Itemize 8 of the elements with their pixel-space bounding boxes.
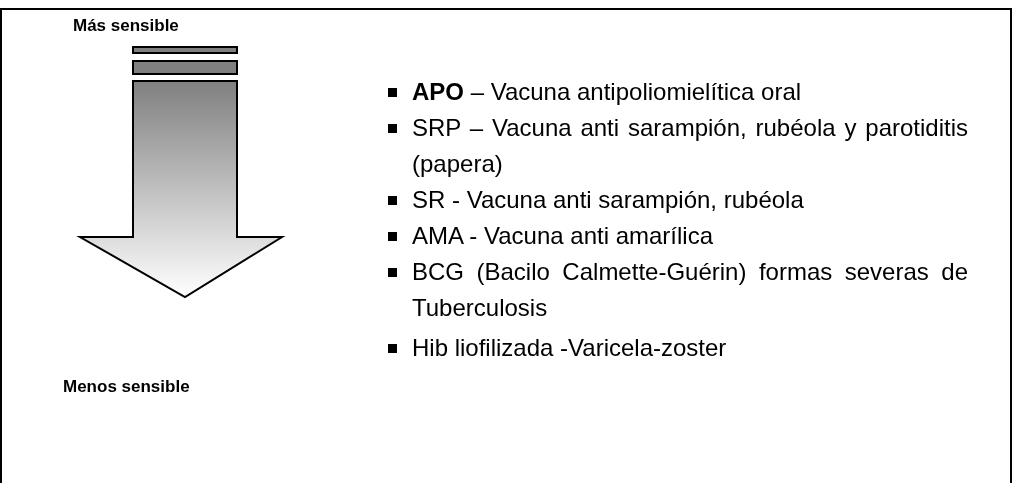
list-item: SR - Vacuna anti sarampión, rubéola: [388, 182, 968, 218]
list-item: Hib liofilizada -Varicela-zoster: [388, 330, 968, 366]
list-item: AMA - Vacuna anti amarílica: [388, 218, 968, 254]
list-item: SRP – Vacuna anti sarampión, rubéola y parotiditis (papera): [388, 110, 968, 182]
list-item: APO – Vacuna antipoliomielítica oral: [388, 74, 968, 110]
footer-label: Menos sensible: [63, 377, 190, 397]
heading-label: Más sensible: [73, 16, 179, 36]
list-item: BCG (Bacilo Calmette-Guérin) formas severas de Tuberculosis: [388, 254, 968, 326]
